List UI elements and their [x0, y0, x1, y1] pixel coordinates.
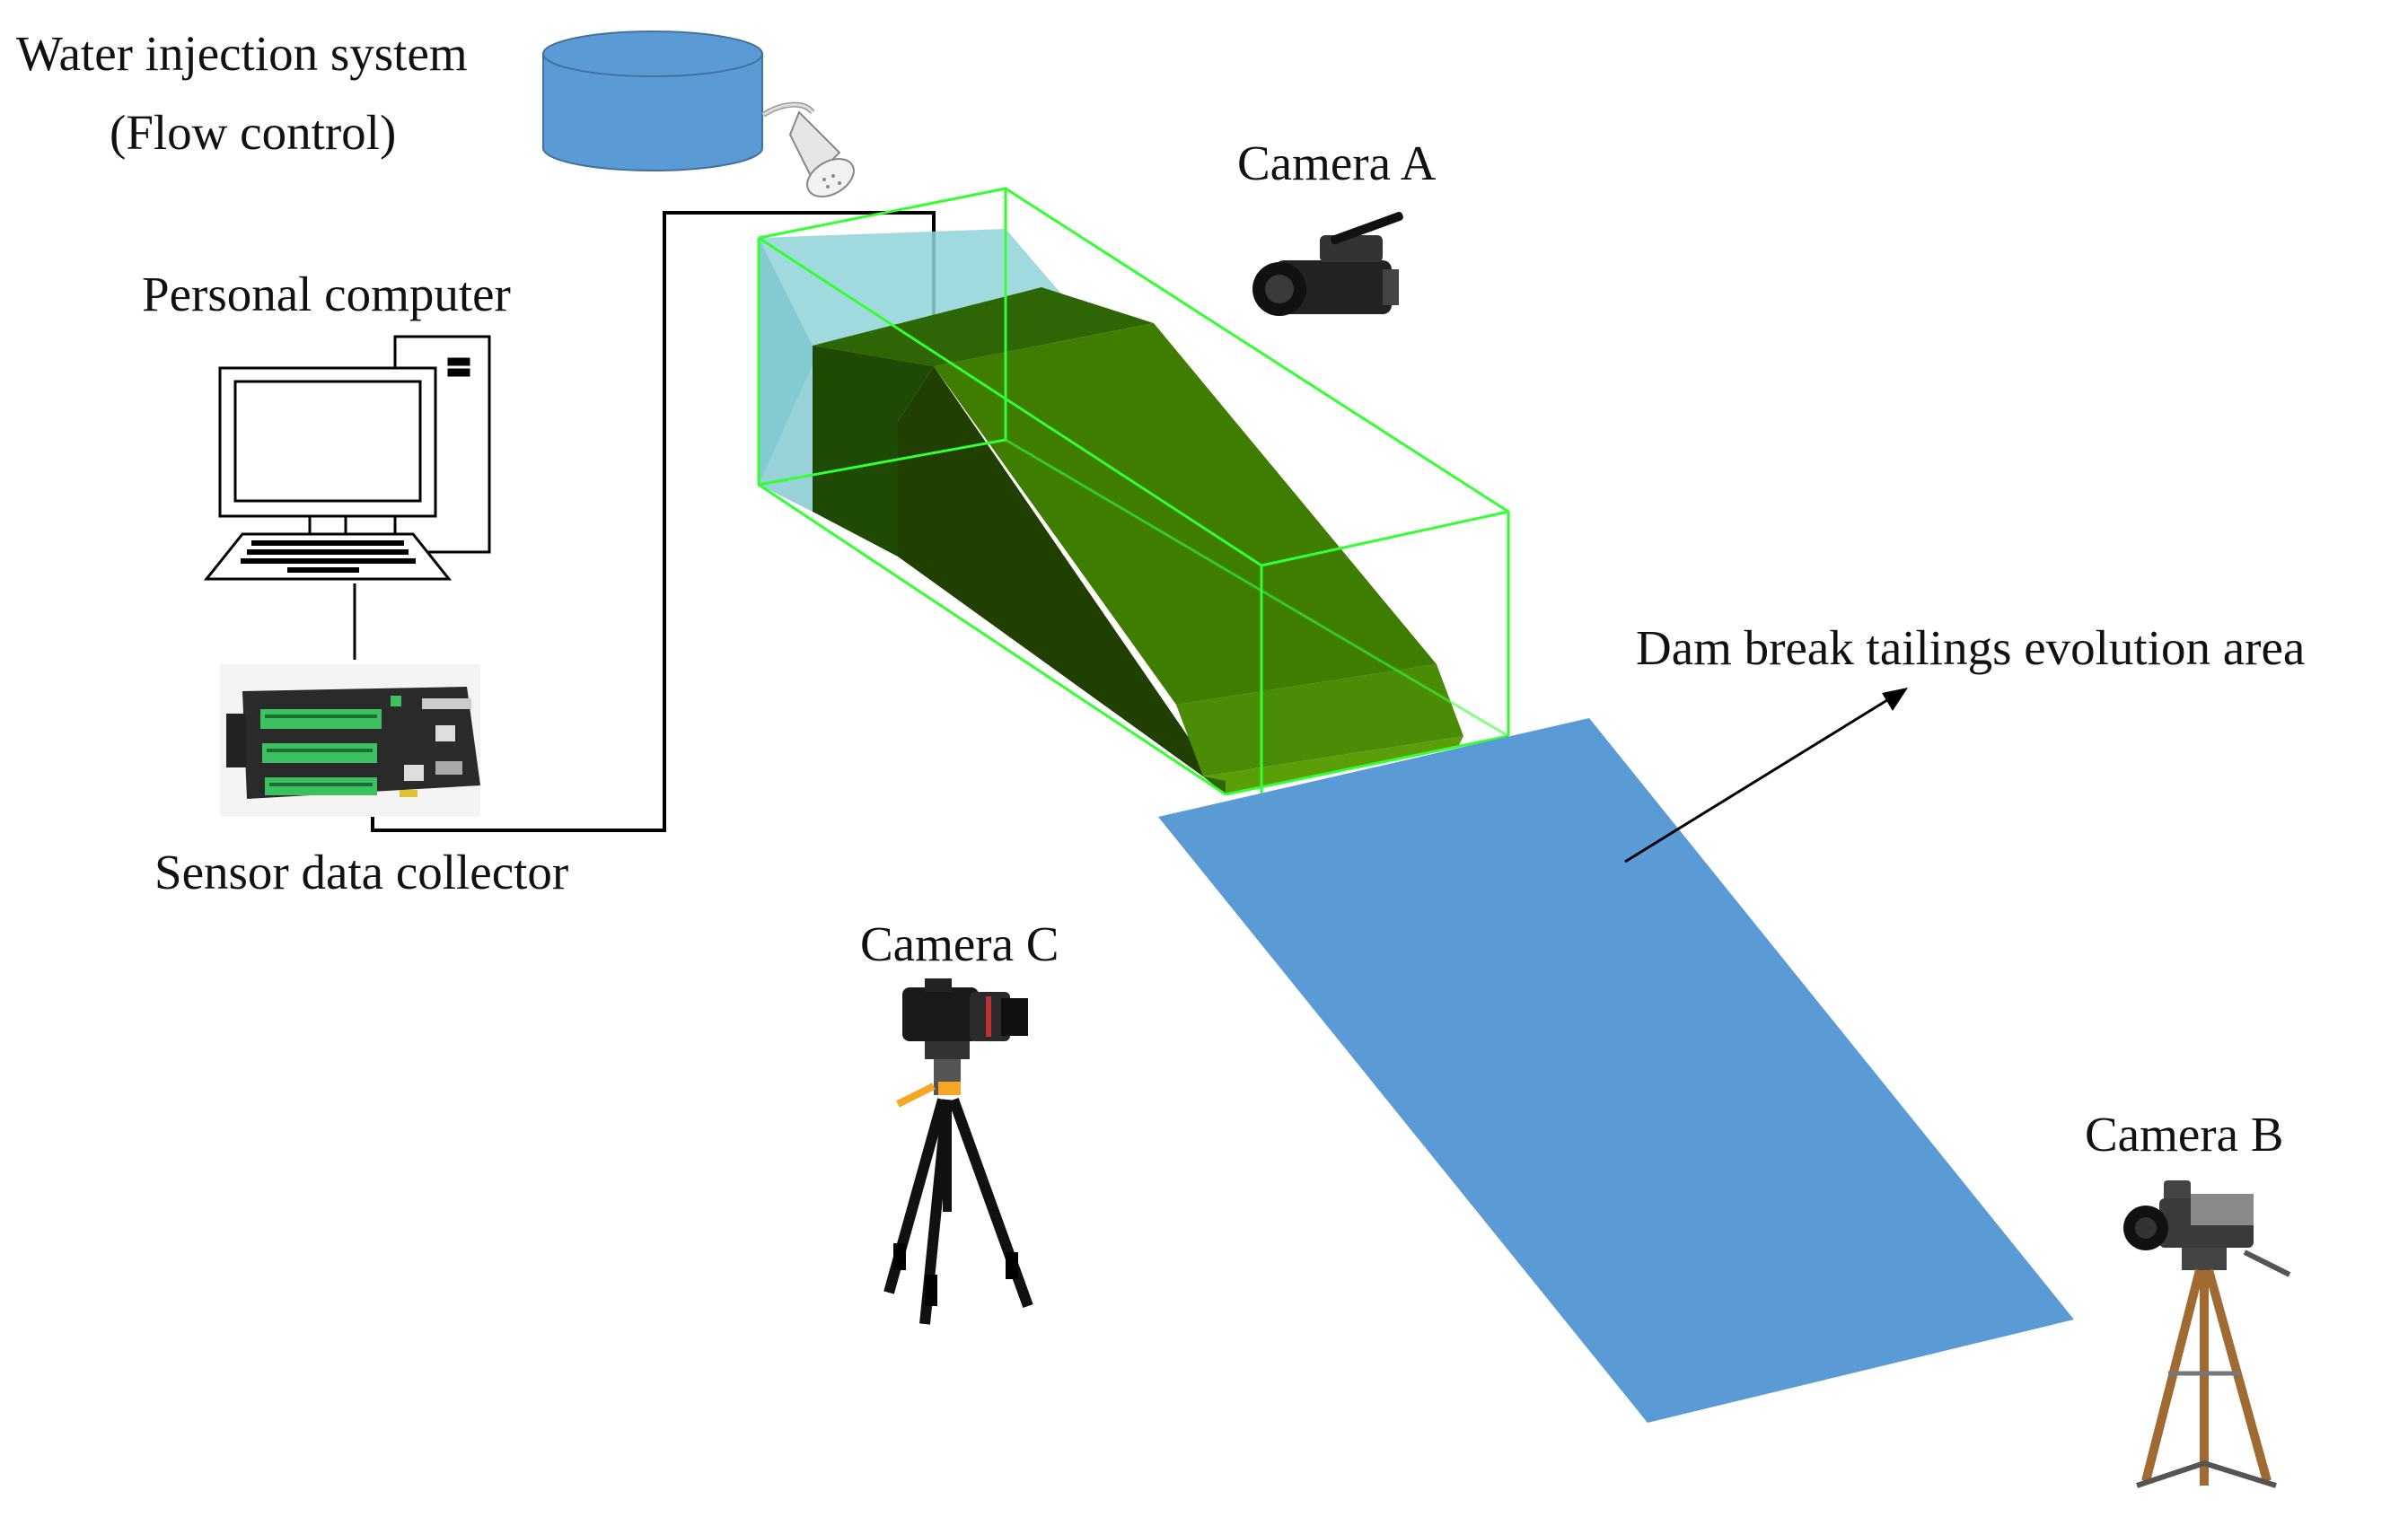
- personal-computer-label: Personal computer: [142, 267, 511, 321]
- water-tank-icon: [542, 31, 763, 171]
- evolution-area-label: Dam break tailings evolution area: [1636, 620, 2306, 675]
- camera-a-label: Camera A: [1237, 136, 1437, 190]
- sensor-collector-label: Sensor data collector: [154, 845, 569, 899]
- camera-b-label: Camera B: [2085, 1107, 2284, 1162]
- camcorder-icon: [1252, 212, 1403, 316]
- shower-head-icon: [761, 101, 855, 197]
- dslr-tripod-icon: [883, 978, 1033, 1325]
- flume-tailings-dam: [757, 187, 1510, 796]
- data-logger-icon: [220, 664, 480, 817]
- evolution-area-plate: [1158, 718, 2074, 1423]
- evolution-area-arrow: [1624, 688, 1908, 864]
- camera-c-label: Camera C: [860, 916, 1059, 971]
- water-injection-label: Water injection system: [16, 26, 468, 81]
- film-camera-tripod-icon: [2123, 1180, 2291, 1488]
- desktop-computer-icon: [203, 335, 491, 660]
- flow-control-label: (Flow control): [110, 105, 397, 160]
